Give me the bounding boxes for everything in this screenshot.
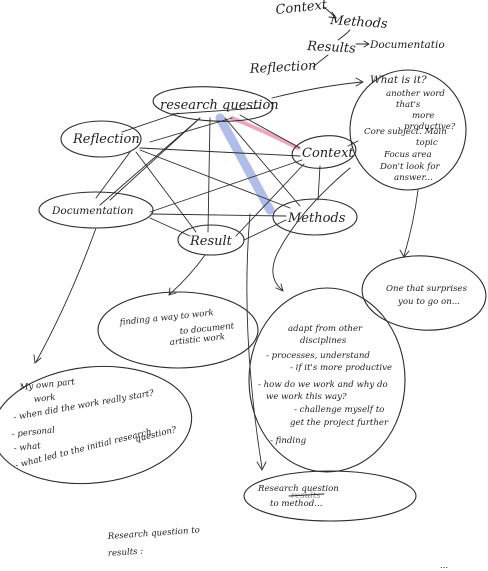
node-methods-ellipse (272, 198, 358, 236)
rq-method-word-to: to method... (270, 499, 322, 509)
rq-method-line-1: Research question (257, 484, 339, 494)
arrowhead-context-methods (328, 11, 337, 19)
node-result-label: Result (189, 234, 233, 249)
adapt-line-5: - how do we work and why do (258, 380, 388, 390)
adapt-text: adapt from other disciplines - processes… (258, 324, 392, 446)
note-methods: Methods (329, 13, 389, 32)
arrowhead-what-is-it-to-surprises (399, 249, 410, 258)
note-reflection: Reflection (248, 59, 316, 78)
connector-web (95, 107, 321, 241)
arrowhead-results-documentation (363, 40, 370, 48)
adapt-line-2: disciplines (300, 336, 347, 346)
rq-method-bubble (243, 470, 417, 522)
what-is-it-line-2: another word (386, 89, 445, 99)
my-own-part-text: My own part work - when did the work rea… (11, 377, 178, 471)
finding-a-way-line-3: artistic work (169, 332, 225, 348)
adapt-line-4: - if it's more productive (290, 363, 392, 373)
what-is-it-line-1: What is it? (370, 74, 427, 86)
my-own-part-bubble (0, 365, 193, 485)
note-context: Context (275, 0, 329, 18)
what-is-it-line-3: that's (396, 100, 421, 110)
adapt-line-6: we work this way? (266, 392, 347, 402)
note-documentation: Documentatio (369, 39, 445, 51)
top-notes: Context Methods Results Documentatio Ref… (248, 0, 444, 77)
my-own-part-line-2: work (33, 393, 56, 405)
what-is-it-line-6: Core subject. Main (364, 127, 447, 137)
what-is-it-line-8: Focus area (383, 150, 432, 160)
arrowhead-rq-to-method-bubble (256, 461, 267, 471)
arrow-rq-to-what-is-it (271, 81, 363, 99)
surprises-bubble (361, 255, 487, 331)
what-is-it-line-10: answer... (394, 173, 433, 183)
node-methods-label: Methods (287, 211, 346, 226)
what-is-it-text: What is it? another word that's more pro… (364, 74, 456, 183)
adapt-line-9: - finding (270, 436, 307, 446)
my-own-part-line-5: - what (13, 441, 42, 454)
what-is-it-line-9: Don't look for (379, 162, 441, 172)
arrow-context-to-adapt (272, 167, 351, 291)
what-is-it-line-7: topic (416, 138, 438, 148)
pink-highlight-stroke (230, 116, 300, 150)
arrowhead-context-to-adapt (275, 283, 284, 292)
arrowhead-documentation-to-my-own-part (33, 354, 42, 364)
node-result-ellipse (177, 224, 245, 256)
bottom-note-line-2: results : (108, 547, 144, 559)
arrow-rq-to-method-bubble (246, 213, 263, 469)
arrow-context-to-what-is-it (347, 140, 359, 147)
note-results: Results (306, 39, 357, 57)
bottom-note-line-1: Research question to (107, 526, 201, 542)
what-is-it-line-4: more (412, 111, 435, 121)
adapt-line-1: adapt from other (288, 324, 363, 334)
rq-method-struck-word: results (291, 491, 321, 501)
node-context-label: Context (302, 146, 354, 161)
surprises-line-2: you to go on... (397, 297, 460, 307)
node-documentation-label: Documentation (51, 205, 134, 217)
what-is-it-bubble (349, 69, 467, 191)
my-own-part-line-7: question? (134, 425, 178, 445)
adapt-line-8: get the project further (290, 418, 389, 428)
arrowhead-result-to-finding (168, 287, 177, 296)
arrow-methods-results (337, 29, 351, 41)
adapt-bubble (248, 287, 406, 473)
node-context-ellipse (291, 135, 357, 169)
arrow-what-is-it-to-surprises (403, 189, 419, 257)
node-research-question-ellipse (152, 86, 274, 122)
strike-through (288, 493, 325, 497)
adapt-line-3: - processes, understand (266, 351, 370, 361)
surprises-line-1: One that surprises (386, 284, 468, 294)
my-own-part-line-4: - personal (11, 425, 55, 439)
arrow-documentation-to-my-own-part (35, 227, 97, 363)
finding-a-way-bubble (97, 291, 259, 369)
blue-highlight-stroke (215, 113, 275, 215)
arrow-results-reflection (312, 54, 329, 68)
my-own-part-line-1: My own part (18, 377, 76, 393)
what-is-it-line-5: productive? (404, 122, 456, 132)
node-reflection-ellipse (60, 120, 142, 158)
my-own-part-line-3: - when did the work really start? (13, 388, 155, 423)
arrow-result-to-finding (169, 254, 206, 295)
adapt-line-7: - challenge myself to (294, 405, 384, 415)
arrowhead-rq-to-what-is-it (355, 77, 364, 87)
node-reflection-label: Reflection (72, 132, 140, 147)
corner-mark: ... (440, 561, 448, 571)
node-research-question-label: research question (160, 98, 279, 113)
